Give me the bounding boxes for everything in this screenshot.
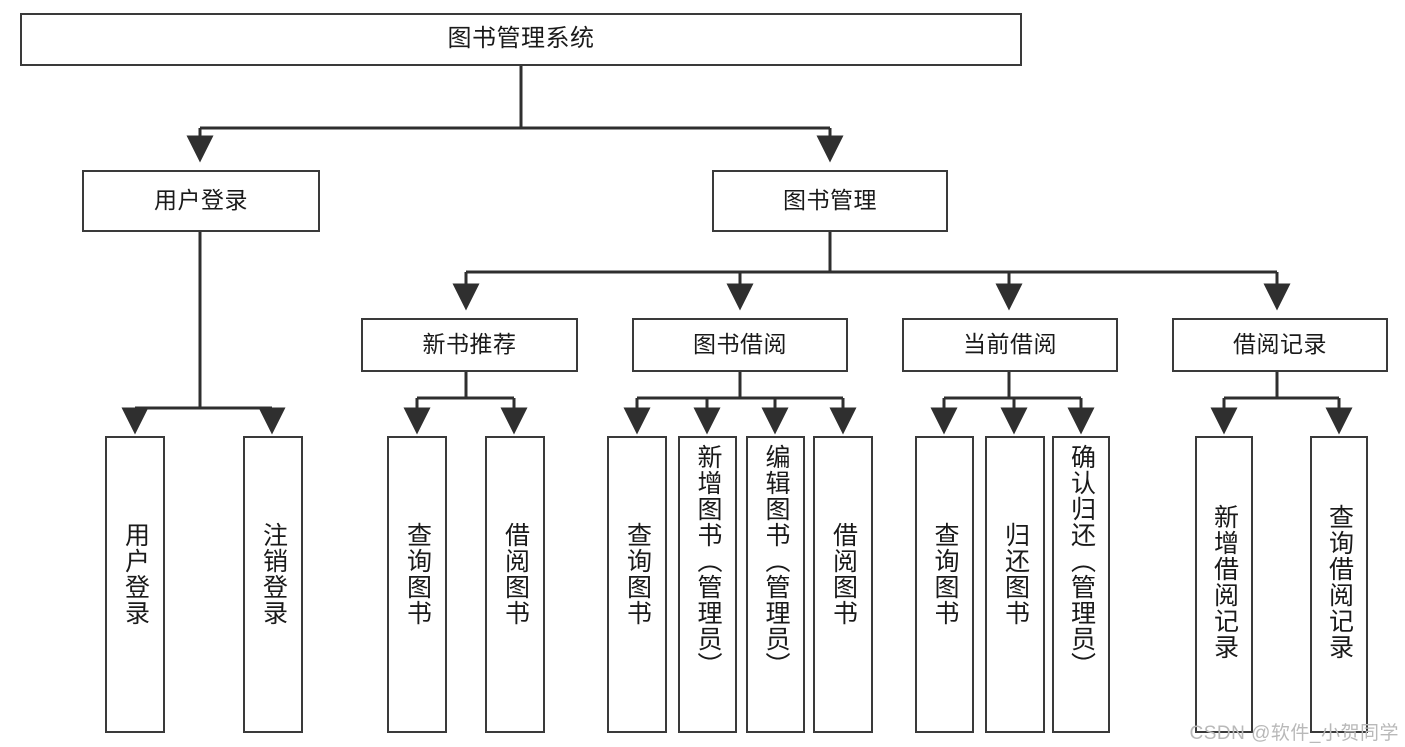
node-label: 新增图书（管理员）	[694, 444, 722, 678]
leaf-user-login[interactable]: 用户登录	[105, 436, 165, 733]
leaf-query-book-borrow[interactable]: 查询图书	[607, 436, 667, 733]
node-label: 借阅图书	[829, 522, 858, 626]
node-current-borrow[interactable]: 当前借阅	[902, 318, 1118, 372]
node-book-borrow[interactable]: 图书借阅	[632, 318, 848, 372]
node-label: 查询图书	[403, 522, 432, 626]
node-label: 查询图书	[931, 522, 959, 626]
leaf-logout[interactable]: 注销登录	[243, 436, 303, 733]
node-book-management[interactable]: 图书管理	[712, 170, 948, 232]
node-label: 当前借阅	[963, 331, 1057, 358]
leaf-return-book[interactable]: 归还图书	[985, 436, 1045, 733]
leaf-query-borrow-record[interactable]: 查询借阅记录	[1310, 436, 1368, 733]
node-label: 图书管理系统	[447, 25, 595, 53]
node-user-login[interactable]: 用户登录	[82, 170, 320, 232]
node-label: 归还图书	[1001, 522, 1030, 626]
node-label: 确认归还（管理员）	[1067, 444, 1096, 678]
node-label: 用户登录	[154, 187, 248, 214]
csdn-watermark: CSDN @软件_小贺同学	[1189, 723, 1399, 744]
leaf-add-book-admin[interactable]: 新增图书（管理员）	[678, 436, 737, 733]
leaf-query-book-current[interactable]: 查询图书	[915, 436, 974, 733]
node-label: 用户登录	[121, 522, 150, 626]
node-label: 借阅图书	[501, 522, 530, 626]
leaf-query-book-recommend[interactable]: 查询图书	[387, 436, 447, 733]
leaf-borrow-book-recommend[interactable]: 借阅图书	[485, 436, 545, 733]
leaf-add-borrow-record[interactable]: 新增借阅记录	[1195, 436, 1253, 733]
node-label: 查询借阅记录	[1325, 504, 1354, 660]
node-label: 新增借阅记录	[1210, 504, 1239, 660]
leaf-confirm-return-admin[interactable]: 确认归还（管理员）	[1052, 436, 1110, 733]
node-root-book-management-system[interactable]: 图书管理系统	[20, 13, 1022, 66]
leaf-edit-book-admin[interactable]: 编辑图书（管理员）	[746, 436, 805, 733]
node-label: 注销登录	[259, 522, 288, 626]
node-label: 查询图书	[623, 522, 652, 626]
node-new-book-recommend[interactable]: 新书推荐	[361, 318, 578, 372]
node-label: 图书借阅	[693, 331, 787, 358]
node-label: 新书推荐	[422, 331, 517, 358]
leaf-borrow-book-borrow[interactable]: 借阅图书	[813, 436, 873, 733]
node-label: 编辑图书（管理员）	[762, 444, 790, 678]
node-label: 图书管理	[783, 187, 877, 214]
node-borrow-record[interactable]: 借阅记录	[1172, 318, 1388, 372]
node-label: 借阅记录	[1233, 331, 1327, 358]
